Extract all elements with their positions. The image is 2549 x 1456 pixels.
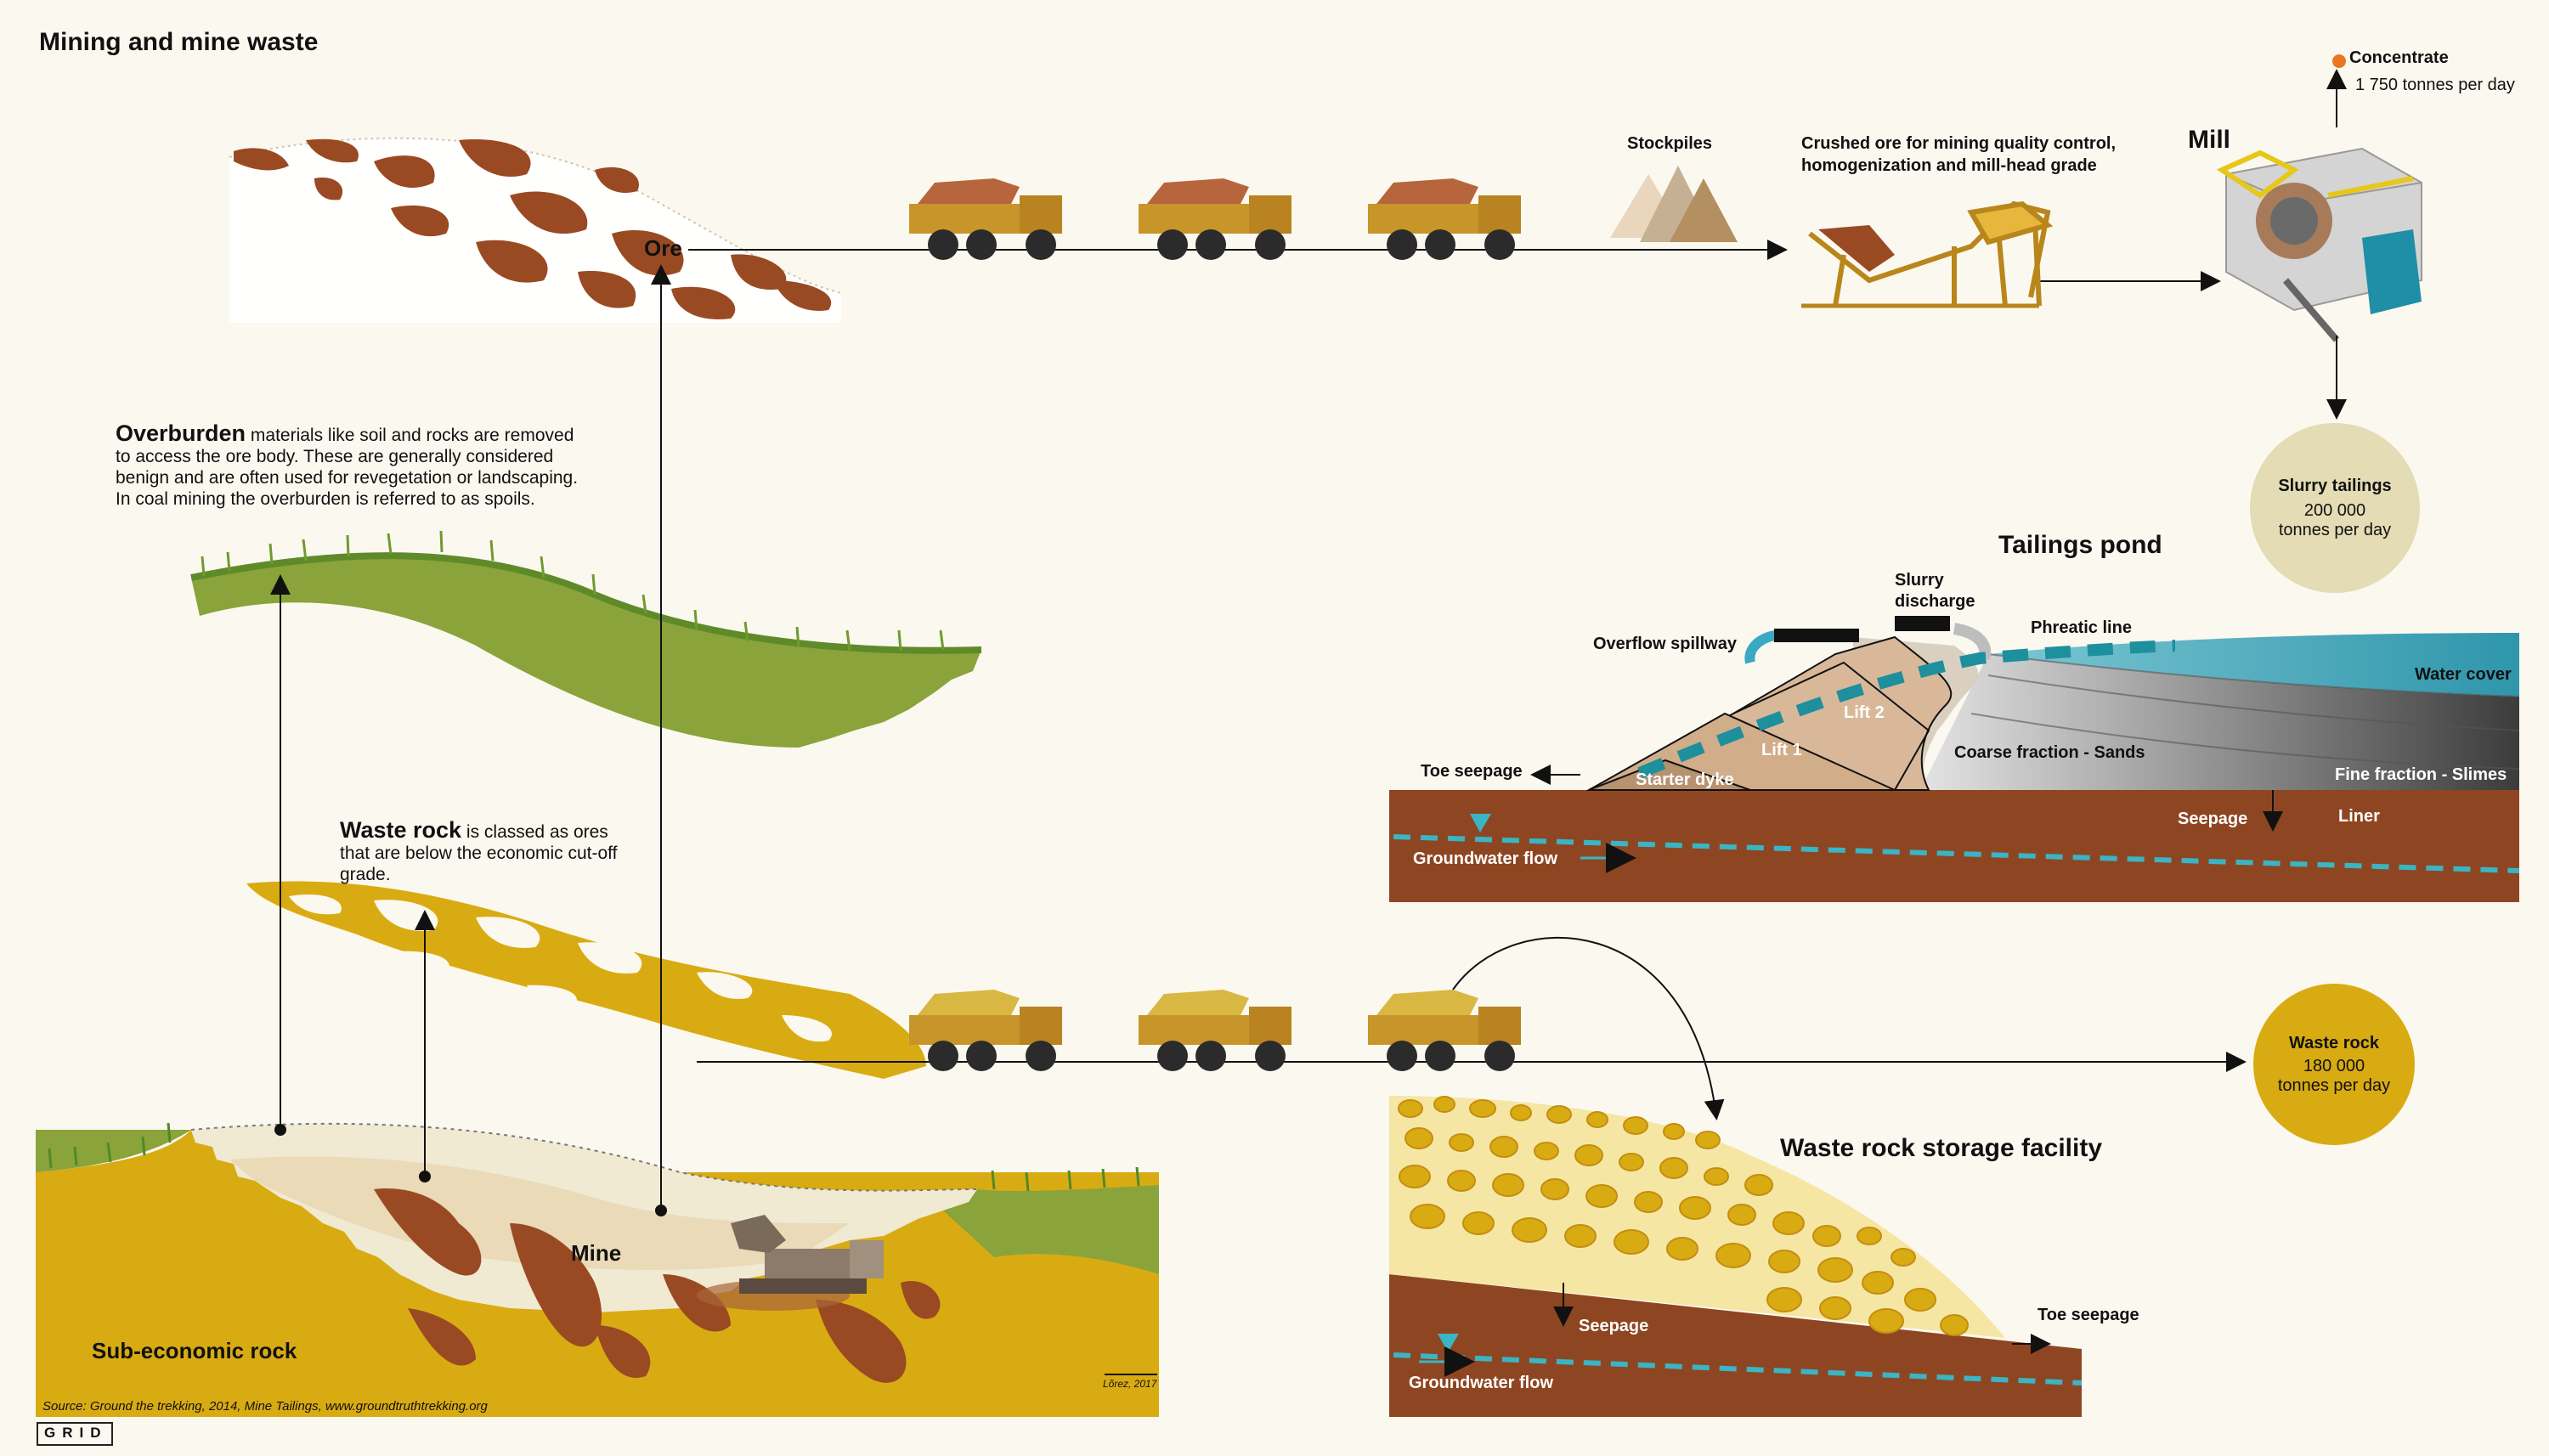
grid-logo-text: GRID (44, 1425, 108, 1441)
mine-label: Mine (571, 1240, 622, 1266)
toe-seepage-label: Toe seepage (1421, 762, 1523, 781)
starter-dyke-label: Starter dyke (1636, 770, 1734, 789)
concentrate-dot (2332, 54, 2346, 68)
source-note: Source: Ground the trekking, 2014, Mine … (42, 1399, 488, 1414)
storage-toe-seepage-label: Toe seepage (2038, 1306, 2139, 1324)
waste-rock-heading: Waste rock (340, 817, 462, 843)
overburden-heading: Overburden (116, 420, 246, 446)
credit-note: Lõrez, 2017 (1103, 1378, 1157, 1390)
overburden-layer (190, 530, 982, 748)
crusher-icon (1801, 200, 2054, 308)
stockpiles-label: Stockpiles (1627, 134, 1713, 153)
ore-truck-1-icon (909, 178, 1062, 260)
page-title: Mining and mine waste (39, 28, 319, 56)
slurry-discharge-label-2: discharge (1895, 592, 1975, 611)
slurry-tailings-label: Slurry tailings (2278, 476, 2392, 495)
waste-rock-output-label: Waste rock (2289, 1033, 2379, 1052)
ore-truck-3-icon (1368, 178, 1521, 260)
overburden-text: materials like soil and rocks are remove… (116, 426, 579, 509)
slurry-tailings-circle: Slurry tailings 200 000 tonnes per day (2250, 423, 2420, 593)
fine-fraction-label: Fine fraction - Slimes (2335, 765, 2507, 784)
stockpiles-icon (1610, 166, 1738, 242)
coarse-fraction-label: Coarse fraction - Sands (1954, 743, 2145, 762)
tailings-pond (1389, 616, 2520, 902)
phreatic-line-label: Phreatic line (2031, 618, 2132, 637)
ore-truck-2-icon (1139, 178, 1291, 260)
tailings-pond-title: Tailings pond (1998, 531, 2162, 559)
concentrate-rate: 1 750 tonnes per day (2355, 76, 2515, 94)
ore-body (229, 137, 842, 323)
ore-label: Ore (644, 235, 682, 261)
groundwater-flow-label: Groundwater flow (1413, 849, 1557, 868)
lift-1-label: Lift 1 (1761, 741, 1802, 759)
waste-rock-text: is classed as ores that are below the ec… (340, 822, 618, 884)
lift-2-label: Lift 2 (1844, 703, 1885, 722)
waste-rock-body (246, 881, 926, 1079)
crushed-ore-label-1: Crushed ore for mining quality control, (1801, 134, 2117, 153)
seepage-label: Seepage (2178, 810, 2248, 828)
ore-haul-line (688, 240, 2221, 291)
waste-rock-storage (1389, 1096, 2083, 1417)
waste-rock-circle: Waste rock 180 000 tonnes per day (2253, 984, 2415, 1145)
crushed-ore-label-2: homogenization and mill-head grade (1801, 156, 2097, 175)
concentrate-label: Concentrate (2349, 48, 2449, 67)
slurry-discharge-label-1: Slurry (1895, 571, 1944, 590)
mill-icon (2216, 69, 2422, 420)
waste-rock-output-value: 180 000 (2303, 1056, 2365, 1075)
storage-title: Waste rock storage facility (1780, 1134, 2103, 1162)
slurry-tailings-value: 200 000 (2303, 500, 2366, 520)
overburden-description: Overburden materials like soil and rocks… (116, 420, 591, 510)
storage-seepage-label: Seepage (1579, 1317, 1649, 1335)
storage-groundwater-flow-label: Groundwater flow (1409, 1374, 1553, 1392)
slurry-tailings-unit: tonnes per day (2278, 520, 2392, 539)
liner-label: Liner (2338, 807, 2380, 826)
waste-truck-3-icon (1368, 990, 1521, 1071)
waste-truck-2-icon (1139, 990, 1291, 1071)
overflow-spillway-label: Overflow spillway (1593, 635, 1737, 653)
mine-cross-section (36, 1122, 1159, 1417)
grid-logo (37, 1422, 113, 1446)
sub-economic-rock-label: Sub-economic rock (92, 1338, 297, 1363)
waste-rock-description: Waste rock is classed as ores that are b… (340, 817, 637, 885)
waste-rock-output-unit: tonnes per day (2277, 1075, 2391, 1095)
mill-label: Mill (2188, 126, 2230, 154)
excavator-icon (697, 1215, 884, 1311)
waste-truck-1-icon (909, 990, 1062, 1071)
mine-arrows (270, 264, 671, 1216)
water-cover-label: Water cover (2415, 665, 2512, 684)
